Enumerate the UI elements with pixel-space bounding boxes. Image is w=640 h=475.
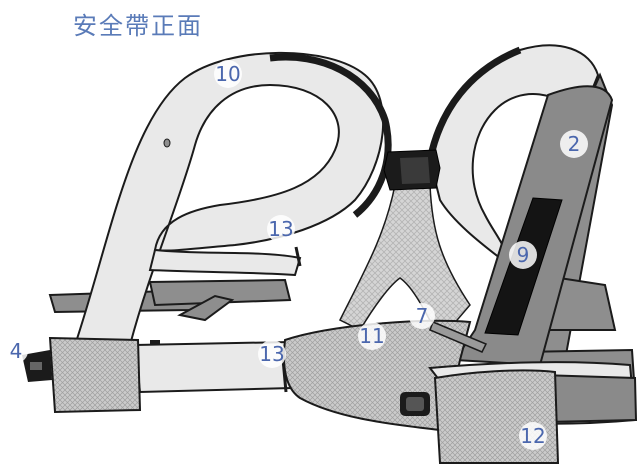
callout-2: 2 — [560, 130, 588, 158]
buckle-pin-7 — [429, 321, 488, 353]
callout-13-lower: 13 — [258, 340, 286, 368]
label-4: 4 — [10, 339, 23, 363]
back-d-ring-plate — [383, 149, 441, 191]
callout-10: 10 — [214, 60, 242, 88]
center-belt-buckle — [400, 392, 430, 416]
label-7: 7 — [416, 304, 429, 328]
back-mesh-panel — [338, 184, 471, 342]
label-2: 2 — [568, 132, 581, 156]
callout-11: 11 — [358, 322, 386, 350]
diagram-title: 安全帶正面 — [73, 12, 203, 40]
label-10: 10 — [215, 62, 240, 86]
label-11: 11 — [359, 324, 384, 348]
label-13-upper: 13 — [268, 217, 293, 241]
callout-9: 9 — [509, 241, 537, 269]
callout-7: 7 — [409, 303, 435, 329]
label-13-lower: 13 — [259, 342, 284, 366]
left-hip-pad — [22, 336, 142, 414]
callout-13-upper: 13 — [267, 215, 295, 243]
right-hip-pad — [433, 369, 560, 464]
left-shoulder-loop — [73, 51, 392, 346]
callout-4: 4 — [4, 339, 28, 363]
label-9: 9 — [517, 243, 530, 267]
callout-12: 12 — [519, 422, 547, 450]
label-12: 12 — [520, 424, 545, 448]
